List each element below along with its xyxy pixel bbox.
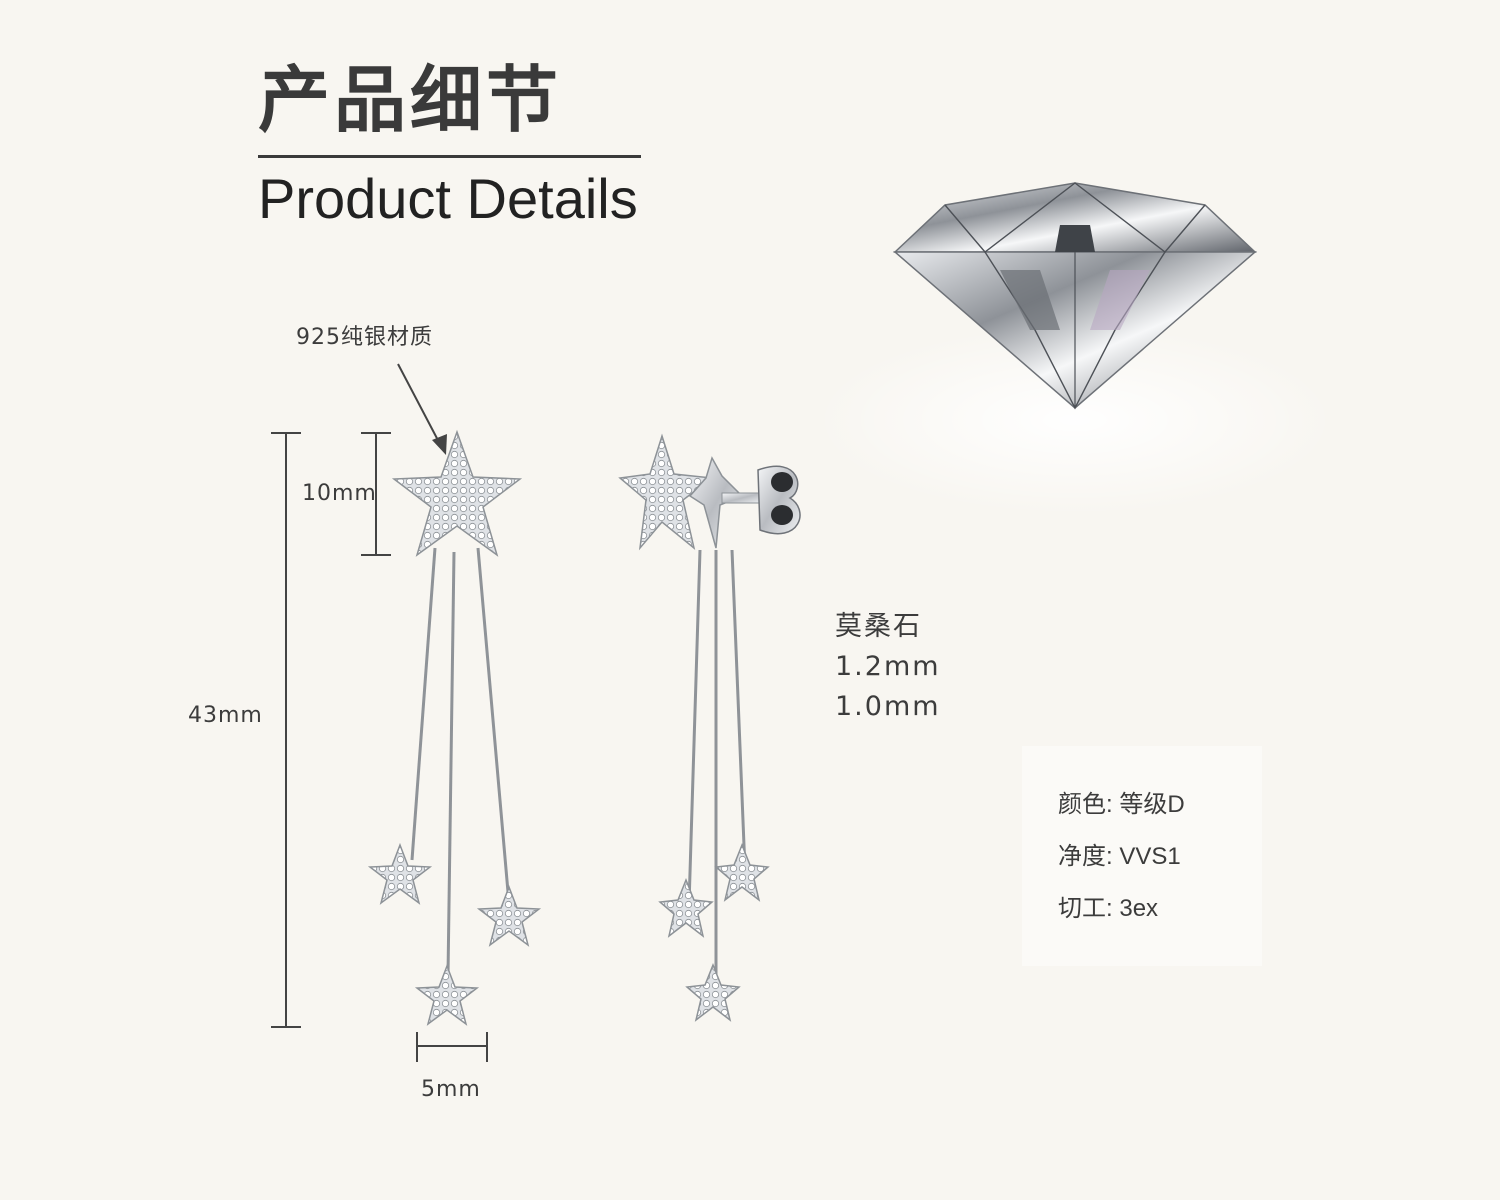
spec-value: VVS1 [1119,843,1181,870]
earring-side-view [618,433,801,1022]
page-title-chinese: 产品细节 [258,58,563,142]
spec-label: 净度: [1058,843,1113,870]
small-star-width-label: 5mm [421,1077,481,1102]
moissanite-diamond-image [815,182,1335,515]
spec-color: 颜色: 等级D [1058,790,1185,820]
stone-size: 1.0mm [835,691,941,722]
stone-name: 莫桑石 [835,611,922,642]
spec-value: 等级D [1119,791,1185,818]
dimension-5mm [416,1032,488,1062]
stone-info: 莫桑石 1.2mm 1.0mm [835,607,941,727]
spec-label: 切工: [1058,895,1113,922]
dimension-43mm [271,432,301,1028]
top-star-height-label: 10mm [302,481,377,506]
spec-label: 颜色: [1058,791,1113,818]
stone-size: 1.2mm [835,651,941,682]
specs-card: 颜色: 等级D 净度: VVS1 切工: 3ex [1022,746,1262,966]
material-pointer-arrow [397,363,447,455]
material-label: 925纯银材质 [296,325,433,350]
spec-cut: 切工: 3ex [1058,894,1158,924]
title-divider [258,155,641,158]
page-title-english: Product Details [258,167,638,230]
spec-value: 3ex [1119,895,1159,922]
dimension-10mm [361,432,391,556]
spec-clarity: 净度: VVS1 [1058,842,1181,872]
earring-front-view [367,429,542,1026]
total-length-label: 43mm [188,703,263,728]
